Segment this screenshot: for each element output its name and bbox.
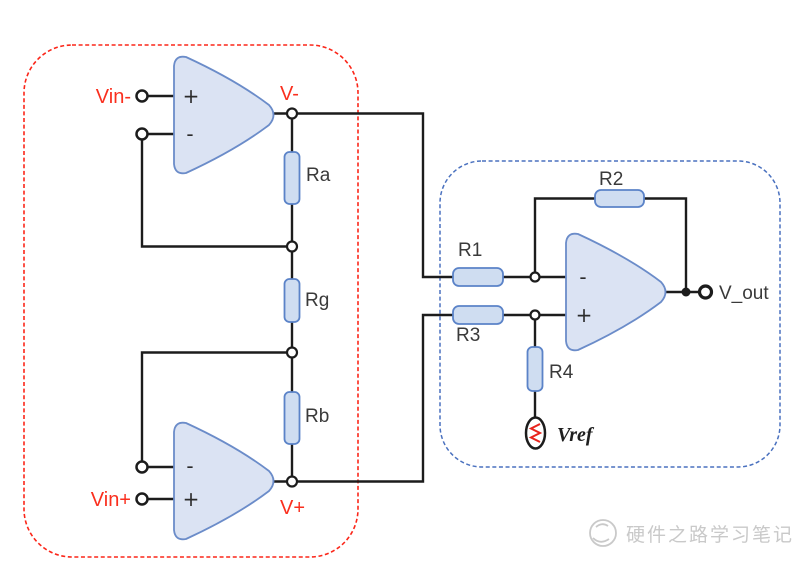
wire-vminus-to-r1 bbox=[297, 112, 453, 279]
opamp-2 bbox=[173, 421, 275, 541]
terminal-vin-minus bbox=[135, 89, 149, 103]
label-rg: Rg bbox=[305, 290, 329, 311]
wire-opamp1-feedback bbox=[140, 139, 287, 248]
junction-output bbox=[681, 287, 691, 297]
label-v-plus: V+ bbox=[280, 497, 305, 519]
terminal-v-out bbox=[697, 284, 714, 300]
resistor-r2 bbox=[594, 189, 645, 208]
resistor-r4 bbox=[526, 346, 544, 392]
vref-squiggle-icon bbox=[528, 423, 543, 443]
label-ra: Ra bbox=[306, 165, 331, 186]
label-rb: Rb bbox=[305, 406, 329, 427]
opamp1-minus-sign: - bbox=[186, 122, 193, 146]
label-r1: R1 bbox=[458, 240, 482, 261]
label-vin-minus: Vin- bbox=[96, 86, 131, 108]
opamp1-plus-sign: + bbox=[183, 84, 200, 108]
resistor-r3 bbox=[452, 305, 504, 325]
label-r4: R4 bbox=[549, 362, 574, 383]
label-vin-plus: Vin+ bbox=[91, 489, 131, 511]
watermark-logo-icon bbox=[589, 519, 617, 547]
resistor-rg bbox=[283, 278, 301, 323]
node-v-minus bbox=[285, 107, 299, 120]
wire-vplus-to-r3 bbox=[297, 313, 453, 483]
label-r2: R2 bbox=[599, 169, 623, 190]
resistor-ra bbox=[283, 151, 301, 205]
node-ra-rg bbox=[285, 240, 299, 253]
label-v-minus: V- bbox=[280, 83, 299, 105]
input-stage-group-box bbox=[23, 44, 359, 558]
terminal-vin-plus bbox=[135, 492, 149, 506]
node-opamp3-noninverting bbox=[529, 309, 541, 321]
opamp3-minus-sign: - bbox=[579, 265, 586, 289]
wire-r2-feedback-right bbox=[644, 197, 688, 292]
label-vref: Vref bbox=[557, 424, 595, 446]
difference-stage-group-box bbox=[439, 160, 781, 468]
watermark: 硬件之路学习笔记 bbox=[589, 519, 794, 547]
wire-r2-feedback-left bbox=[533, 197, 595, 273]
node-rg-rb bbox=[285, 346, 299, 359]
opamp-1 bbox=[173, 55, 275, 175]
node-opamp3-inverting bbox=[529, 271, 541, 283]
resistor-rb bbox=[283, 391, 301, 445]
wire-opamp2-feedback bbox=[140, 351, 287, 462]
node-v-plus bbox=[285, 475, 299, 488]
terminal-opamp1-inverting bbox=[135, 127, 149, 141]
watermark-logo-sketch bbox=[592, 523, 610, 543]
resistor-r1 bbox=[452, 267, 504, 287]
opamp3-plus-sign: + bbox=[576, 303, 593, 327]
vref-source-symbol bbox=[524, 416, 547, 450]
opamp-3 bbox=[565, 232, 667, 352]
label-r3: R3 bbox=[456, 325, 480, 346]
opamp2-plus-sign: + bbox=[183, 487, 200, 511]
watermark-text: 硬件之路学习笔记 bbox=[626, 524, 794, 546]
label-v-out: V_out bbox=[719, 283, 769, 304]
opamp2-minus-sign: - bbox=[186, 454, 193, 478]
terminal-opamp2-inverting bbox=[135, 460, 149, 474]
